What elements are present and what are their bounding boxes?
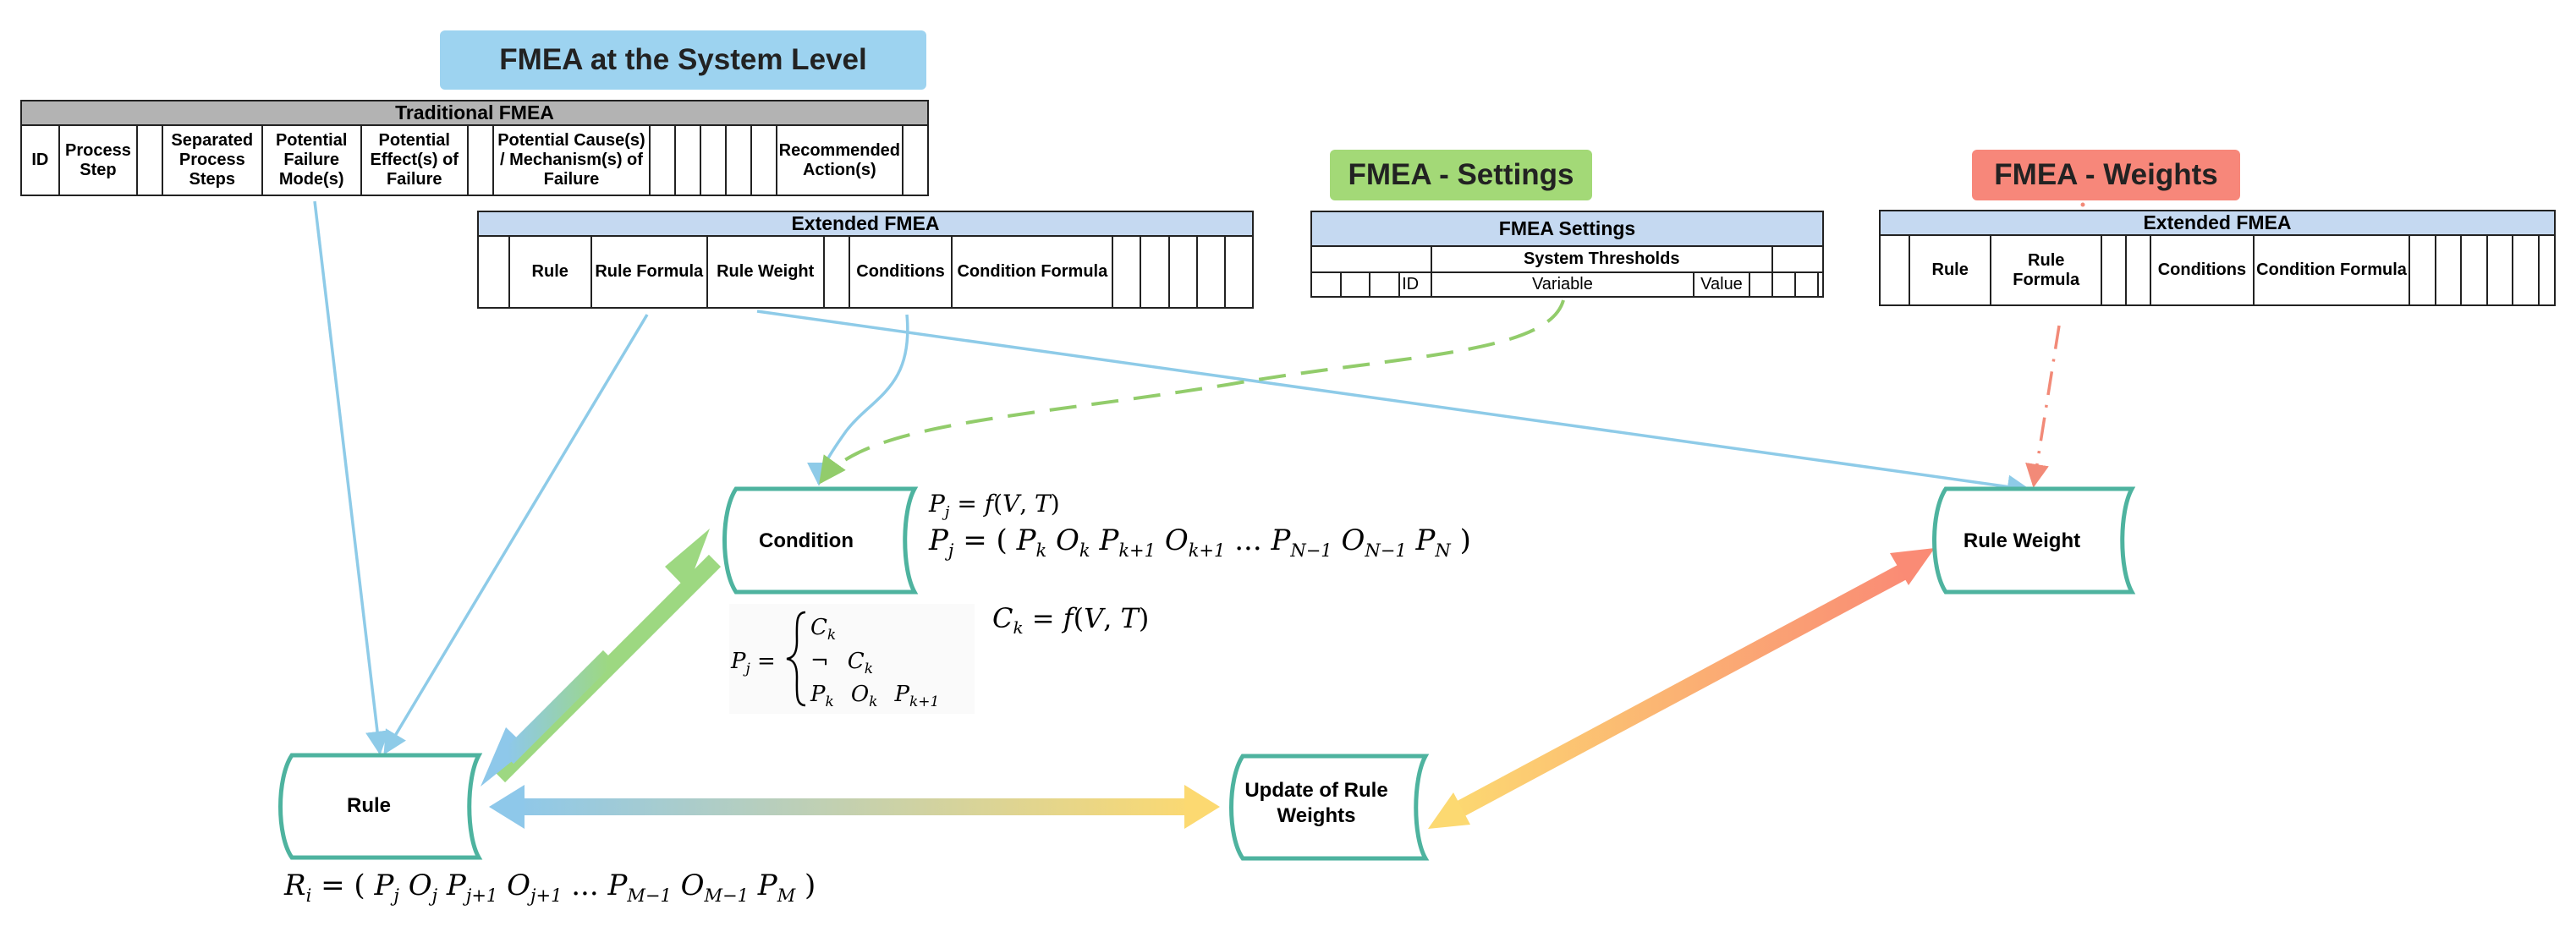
- fmea-settings-header: FMEA Settings: [1310, 211, 1824, 247]
- connector-failure-mode-to-rule: [313, 200, 389, 755]
- connector-rule-formula-to-rule: [383, 314, 649, 755]
- column-header: Process Step: [58, 124, 139, 196]
- arrow-rule-condition: [481, 529, 722, 787]
- node-rule: Rule: [278, 753, 483, 860]
- blank-column: [2537, 234, 2557, 306]
- arrow-rule-update: [489, 785, 1220, 829]
- connector-thresholds-to-condition: [819, 299, 1565, 485]
- formula-ri-sequence: Ri = ( Pj Oj Pj+1 Oj+1 ... PM−1 OM−1 PM …: [283, 869, 816, 906]
- node-condition: Condition: [722, 486, 919, 595]
- blank-column: [2434, 234, 2463, 306]
- blank-column: [2460, 234, 2488, 306]
- blank-column: [724, 124, 752, 196]
- blank-column: [1878, 234, 1911, 306]
- blank-column: [1167, 235, 1198, 309]
- blank-column: [1112, 235, 1142, 309]
- traditional-fmea-header: Traditional FMEA: [20, 100, 929, 126]
- column-header: Rule Formula: [1989, 234, 2103, 306]
- blank-column: [1223, 235, 1255, 309]
- node-update-rule-weights: Update of Rule Weights: [1229, 754, 1430, 861]
- blank-column: [750, 124, 777, 196]
- column-header: Potential Cause(s) / Mechanism(s) of Fai…: [492, 124, 651, 196]
- arrow-update-ruleweight: [1428, 548, 1935, 829]
- column-header: Conditions: [848, 235, 953, 309]
- node-rule-label: Rule: [347, 794, 391, 817]
- node-update-label-line1: Update of Rule: [1244, 779, 1387, 802]
- column-header: Rule: [508, 235, 592, 309]
- blank-column: [822, 235, 850, 309]
- column-header: Rule Formula: [590, 235, 708, 309]
- blank-column: [2485, 234, 2514, 306]
- blank-column: [700, 124, 727, 196]
- connector-rule-weight-to-rule-weight-node: [756, 310, 2031, 499]
- column-header: ID: [20, 124, 60, 196]
- column-header: Rule Weight: [706, 235, 825, 309]
- svg-text:Pj = ( Pk Ok Pk+1 Ok+1 ... PN−: Pj = ( Pk Ok Pk+1 Ok+1 ... PN−1 ON−1 PN …: [928, 524, 1471, 561]
- column-header: Separated Process Steps: [162, 124, 263, 196]
- system-thresholds-label: System Thresholds: [1430, 245, 1773, 273]
- blank-column: [674, 124, 702, 196]
- blank-column: [477, 235, 510, 309]
- svg-text:Ck = f(V, T): Ck = f(V, T): [992, 602, 1149, 638]
- blank-column: [2125, 234, 2152, 306]
- blank-column: [466, 124, 494, 196]
- extended-fmea-header: Extended FMEA: [477, 211, 1254, 237]
- blank-column: [902, 124, 929, 196]
- title-fmea-weights: FMEA - Weights: [1972, 150, 2240, 200]
- svg-text:Pj =: Pj =: [730, 649, 776, 677]
- connector-conditions-to-condition: [807, 314, 909, 486]
- column-header: Conditions: [2150, 234, 2255, 306]
- svg-text:Pj = f(V, T): Pj = f(V, T): [928, 490, 1060, 521]
- weights-extended-fmea-header: Extended FMEA: [1879, 210, 2556, 236]
- node-condition-label: Condition: [759, 529, 854, 552]
- node-rule-weight: Rule Weight: [1932, 486, 2136, 595]
- settings-col-value: Value: [1693, 271, 1750, 298]
- blank-column: [136, 124, 164, 196]
- node-update-label-line2: Weights: [1277, 804, 1356, 827]
- settings-col-variable: Variable: [1430, 271, 1695, 298]
- column-header: Recommended Action(s): [775, 124, 904, 196]
- column-header: Rule: [1909, 234, 1991, 306]
- column-header: Potential Effect(s) of Failure: [360, 124, 469, 196]
- fmea-settings-table: FMEA Settings System Thresholds ID Varia…: [1310, 211, 1825, 298]
- formula-pj-fvt: Pj = f(V, T): [928, 490, 1060, 521]
- connector-weights-to-rule-weight-node: [2025, 325, 2061, 488]
- formula-ck-fvt: Ck = f(V, T): [992, 602, 1149, 638]
- title-fmea-settings: FMEA - Settings: [1330, 150, 1592, 200]
- blank-column: [2101, 234, 2128, 306]
- blank-column: [1195, 235, 1226, 309]
- settings-col-id: ID: [1398, 271, 1432, 298]
- column-header: Potential Failure Mode(s): [261, 124, 362, 196]
- formula-pj-sequence: Pj = ( Pk Ok Pk+1 Ok+1 ... PN−1 ON−1 PN …: [928, 524, 1471, 561]
- blank-column: [2408, 234, 2436, 306]
- node-rule-weight-label: Rule Weight: [1964, 529, 2080, 552]
- svg-text:Ri = ( Pj Oj Pj+1 Oj+1 ... PM−: Ri = ( Pj Oj Pj+1 Oj+1 ... PM−1 OM−1 PM …: [283, 869, 816, 906]
- blank-column: [649, 124, 677, 196]
- blank-column: [2512, 234, 2540, 306]
- column-header: Condition Formula: [2252, 234, 2411, 306]
- svg-text:¬Ck: ¬Ck: [810, 649, 873, 677]
- column-header: Condition Formula: [951, 235, 1114, 309]
- title-fmea-system-level: FMEA at the System Level: [440, 30, 926, 90]
- blank-column: [1140, 235, 1170, 309]
